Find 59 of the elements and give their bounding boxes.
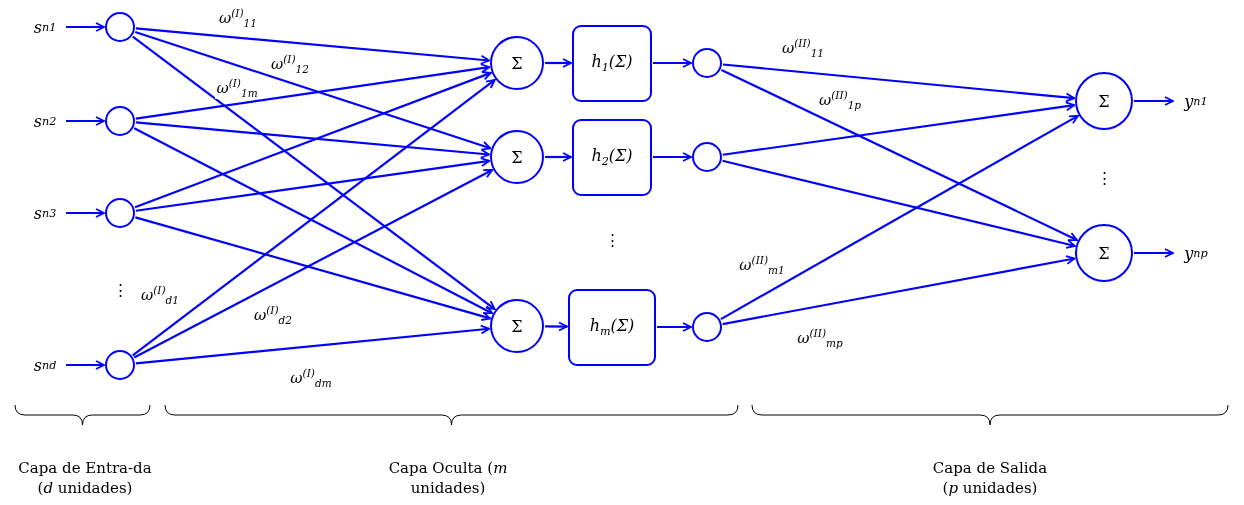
sum-symbol: Σ (1098, 243, 1110, 263)
arrow (657, 322, 692, 332)
arrow (132, 79, 496, 357)
arrow (135, 27, 490, 65)
arrow (722, 63, 1076, 103)
circle-node (692, 48, 722, 78)
arrow (545, 152, 572, 162)
sum-node (1075, 72, 1133, 130)
arrow (66, 116, 105, 126)
arrow (722, 159, 1076, 249)
sum-symbol: Σ (511, 147, 523, 167)
sum-node (490, 299, 544, 353)
sum-symbol: Σ (511, 53, 523, 73)
arrow (545, 58, 572, 68)
sum-node (1075, 224, 1133, 282)
arrow (66, 22, 105, 32)
arrow (722, 101, 1076, 156)
layer-caption: Capa de Entra-da (d unidades) (17, 457, 153, 499)
circle-node (105, 106, 135, 136)
arrow (720, 114, 1079, 321)
arrow (134, 30, 492, 151)
arrow (135, 216, 491, 321)
arrow (720, 68, 1078, 242)
circle-node (105, 350, 135, 380)
arrow (135, 121, 490, 159)
circle-node (692, 142, 722, 172)
circle-node (105, 198, 135, 228)
sum-symbol: Σ (511, 316, 523, 336)
arrow (653, 58, 692, 68)
activation-function: h$_{1}$(Σ) (591, 51, 633, 75)
arrow (132, 35, 496, 311)
sum-node (490, 130, 544, 184)
arrow (135, 63, 491, 120)
layer-caption: Capa de Salida (p unidades) (931, 457, 1049, 499)
sum-symbol: Σ (1098, 91, 1110, 111)
arrow (1134, 96, 1174, 106)
arrow (133, 127, 493, 315)
arrow (134, 71, 492, 209)
arrow (135, 157, 491, 212)
activation-box (572, 118, 652, 196)
arrow (653, 152, 692, 162)
arrow (722, 255, 1076, 326)
arrow (66, 360, 105, 370)
vertical-dots: ⋮ (1095, 167, 1113, 189)
arrow (133, 169, 494, 359)
activation-box (568, 288, 656, 366)
activation-function: h$_{m}$(Σ) (589, 315, 635, 339)
vertical-dots: ⋮ (111, 279, 129, 301)
arrow (66, 208, 105, 218)
arrow (1134, 248, 1174, 258)
circle-node (692, 312, 722, 342)
circle-node (105, 12, 135, 42)
activation-function: h$_{2}$(Σ) (591, 145, 633, 169)
activation-box (572, 24, 652, 102)
layer-caption: Capa Oculta (m unidades) (388, 457, 508, 499)
arrow (135, 324, 491, 365)
vertical-dots: ⋮ (603, 229, 621, 251)
sum-node (490, 36, 544, 90)
arrow (545, 321, 568, 332)
